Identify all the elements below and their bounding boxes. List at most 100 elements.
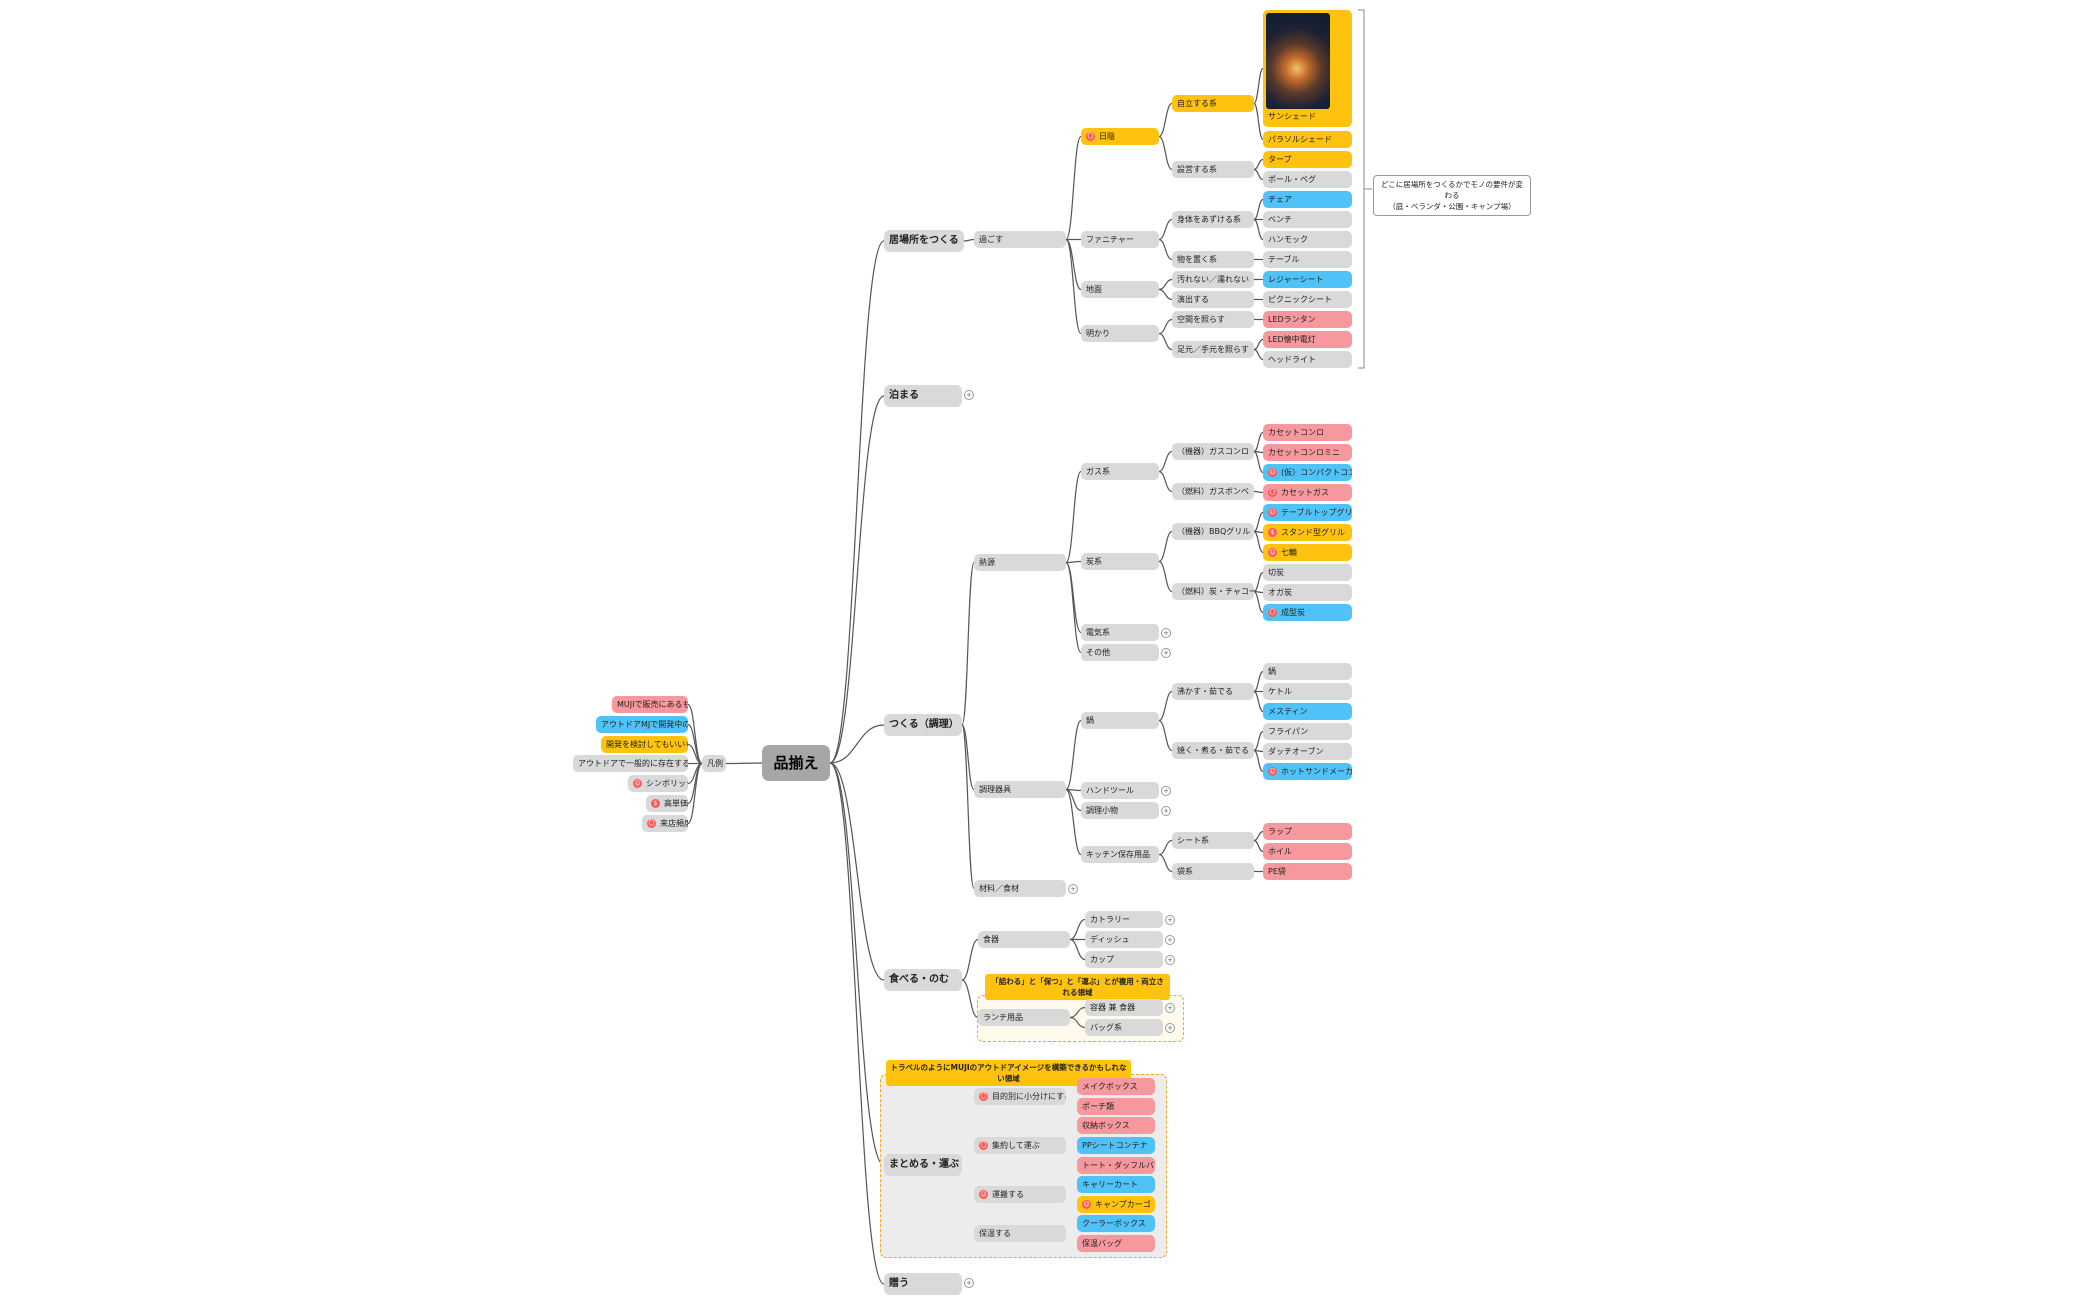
node-sheetkei[interactable]: シート系 (1172, 832, 1254, 849)
node-pp-container[interactable]: PPシートコンテナ (1077, 1137, 1155, 1154)
topic-taberu[interactable]: 食べる・のむ (884, 969, 962, 991)
node-hammock[interactable]: ハンモック (1263, 231, 1352, 248)
node-pouch[interactable]: ポーチ類 (1077, 1098, 1155, 1115)
node-makeup[interactable]: メイクボックス (1077, 1078, 1155, 1095)
node-stand[interactable]: $スタンド型グリル (1263, 524, 1352, 541)
legend-item-mujiselling[interactable]: MUJIで販売にあるもの (612, 696, 688, 713)
node-wakasu[interactable]: 沸かす・茹でる (1172, 683, 1254, 700)
node-yaku[interactable]: 焼く・煮る・茹でる (1172, 742, 1254, 759)
expand-toggle[interactable]: + (964, 1278, 974, 1288)
node-shokki[interactable]: 食器 (978, 931, 1070, 948)
node-jimen[interactable]: 地面 (1081, 281, 1159, 298)
node-kettle[interactable]: ケトル (1263, 683, 1352, 700)
legend-item-symbolic[interactable]: ☺シンボリック (628, 775, 688, 792)
node-parasol[interactable]: パラソルシェード (1263, 131, 1352, 148)
node-ashimoto[interactable]: 足元／手元を照らす (1172, 341, 1254, 358)
node-tote[interactable]: トート・ダッフルバッグ (1077, 1157, 1155, 1174)
expand-toggle[interactable]: + (1161, 806, 1171, 816)
node-chori-kigu[interactable]: 調理器具 (974, 781, 1066, 798)
node-leisure[interactable]: レジャーシート (1263, 271, 1352, 288)
expand-toggle[interactable]: + (1161, 628, 1171, 638)
node-carry[interactable]: キャリーカート (1077, 1176, 1155, 1193)
node-cargo[interactable]: ☺キャンプカーゴ (1077, 1196, 1155, 1213)
node-foil[interactable]: ホイル (1263, 843, 1352, 860)
topic-ibasho[interactable]: 居場所をつくる (884, 230, 964, 252)
node-gas-stove[interactable]: （機器）ガスコンロ (1172, 443, 1254, 460)
node-tabletop[interactable]: ☺テーブルトップグリル (1263, 504, 1352, 521)
node-led-light[interactable]: LED懐中電灯 (1263, 331, 1352, 348)
expand-toggle[interactable]: + (964, 390, 974, 400)
node-charcoal[interactable]: （燃料）炭・チャコール (1172, 583, 1254, 600)
node-bag[interactable]: バッグ系 (1085, 1019, 1163, 1036)
node-shunou[interactable]: 収納ボックス (1077, 1117, 1155, 1134)
node-sugosu[interactable]: 過ごす (974, 231, 1066, 248)
node-enshutsu[interactable]: 演出する (1172, 291, 1254, 308)
node-hoon-bag[interactable]: 保温バッグ (1077, 1235, 1155, 1252)
legend-item-developing[interactable]: アウトドアMJで開発中のもの (596, 716, 688, 733)
legend-item-highprice[interactable]: $高単価 (646, 795, 688, 812)
node-sumikei[interactable]: 炭系 (1081, 553, 1159, 570)
node-mestin[interactable]: メスティン (1263, 703, 1352, 720)
node-hotsand[interactable]: ☺ホットサンドメーカー (1263, 763, 1352, 780)
node-cup[interactable]: カップ (1085, 951, 1163, 968)
node-wrap[interactable]: ラップ (1263, 823, 1352, 840)
node-cooler[interactable]: クーラーボックス (1077, 1215, 1155, 1232)
node-cassette-konro[interactable]: カセットコンロ (1263, 424, 1352, 441)
expand-toggle[interactable]: + (1165, 1003, 1175, 1013)
node-hikage[interactable]: 〇日陰 (1081, 128, 1159, 145)
node-cutlery[interactable]: カトラリー (1085, 911, 1163, 928)
node-shuyaku[interactable]: 〇集約して運ぶ (974, 1137, 1066, 1154)
node-akari[interactable]: 明かり (1081, 325, 1159, 342)
node-table[interactable]: テーブル (1263, 251, 1352, 268)
root-node[interactable]: 品揃え (762, 745, 830, 781)
node-zairyo[interactable]: 材料／食材 (974, 880, 1066, 897)
node-dutch[interactable]: ダッチオーブン (1263, 743, 1352, 760)
node-dish[interactable]: ディッシュ (1085, 931, 1163, 948)
node-tarp[interactable]: タープ (1263, 151, 1352, 168)
node-sunshade[interactable]: サンシェード (1263, 10, 1352, 127)
expand-toggle[interactable]: + (1165, 935, 1175, 945)
node-jiritsu[interactable]: 自立する系 (1172, 95, 1254, 112)
expand-toggle[interactable]: + (1165, 915, 1175, 925)
topic-matomeru[interactable]: まとめる・運ぶ (884, 1154, 962, 1176)
node-nabe[interactable]: 鍋 (1081, 712, 1159, 729)
node-monooku[interactable]: 物を置く系 (1172, 251, 1254, 268)
expand-toggle[interactable]: + (1068, 884, 1078, 894)
expand-toggle[interactable]: + (1165, 955, 1175, 965)
node-picnic[interactable]: ピクニックシート (1263, 291, 1352, 308)
node-shichirin[interactable]: ☺七輪 (1263, 544, 1352, 561)
node-yoki[interactable]: 容器 兼 食器 (1085, 999, 1163, 1016)
node-denki[interactable]: 電気系 (1081, 624, 1159, 641)
node-furniture[interactable]: ファニチャー (1081, 231, 1159, 248)
node-bench[interactable]: ベンチ (1263, 211, 1352, 228)
node-kitchen[interactable]: キッチン保存用品 (1081, 846, 1159, 863)
expand-toggle[interactable]: + (1161, 648, 1171, 658)
legend-hub[interactable]: 凡例 (702, 755, 726, 772)
node-chori-komono[interactable]: 調理小物 (1081, 802, 1159, 819)
node-seikeitan[interactable]: 〇成型炭 (1263, 604, 1352, 621)
node-chair[interactable]: チェア (1263, 191, 1352, 208)
node-nabe2[interactable]: 鍋 (1263, 663, 1352, 680)
node-frypan[interactable]: フライパン (1263, 723, 1352, 740)
node-netsugen[interactable]: 熱源 (974, 554, 1066, 571)
expand-toggle[interactable]: + (1161, 786, 1171, 796)
node-sonota[interactable]: その他 (1081, 644, 1159, 661)
node-gas-bombe[interactable]: （燃料）ガスボンベ (1172, 483, 1254, 500)
node-headlight[interactable]: ヘッドライト (1263, 351, 1352, 368)
node-shintai[interactable]: 身体をあずける系 (1172, 211, 1254, 228)
node-led-lantern[interactable]: LEDランタン (1263, 311, 1352, 328)
node-kukan[interactable]: 空間を照らす (1172, 311, 1254, 328)
node-ogatan[interactable]: オガ炭 (1263, 584, 1352, 601)
node-gaskei[interactable]: ガス系 (1081, 463, 1159, 480)
legend-item-consider[interactable]: 開発を検討してもいいもの (601, 736, 688, 753)
legend-item-general[interactable]: アウトドアで一般的に存在する分類 (573, 755, 688, 772)
node-fukuro[interactable]: 袋系 (1172, 863, 1254, 880)
node-unpan[interactable]: ☺運搬する (974, 1186, 1066, 1203)
node-handtool[interactable]: ハンドツール (1081, 782, 1159, 799)
node-hoon[interactable]: 保温する (974, 1225, 1066, 1242)
node-yogorenai[interactable]: 汚れない／濡れない (1172, 271, 1254, 288)
node-kirizumi[interactable]: 切炭 (1263, 564, 1352, 581)
node-poly[interactable]: PE袋 (1263, 863, 1352, 880)
node-pole[interactable]: ポール・ペグ (1263, 171, 1352, 188)
node-mokuteki[interactable]: 〇目的別に小分けにする (974, 1088, 1066, 1105)
